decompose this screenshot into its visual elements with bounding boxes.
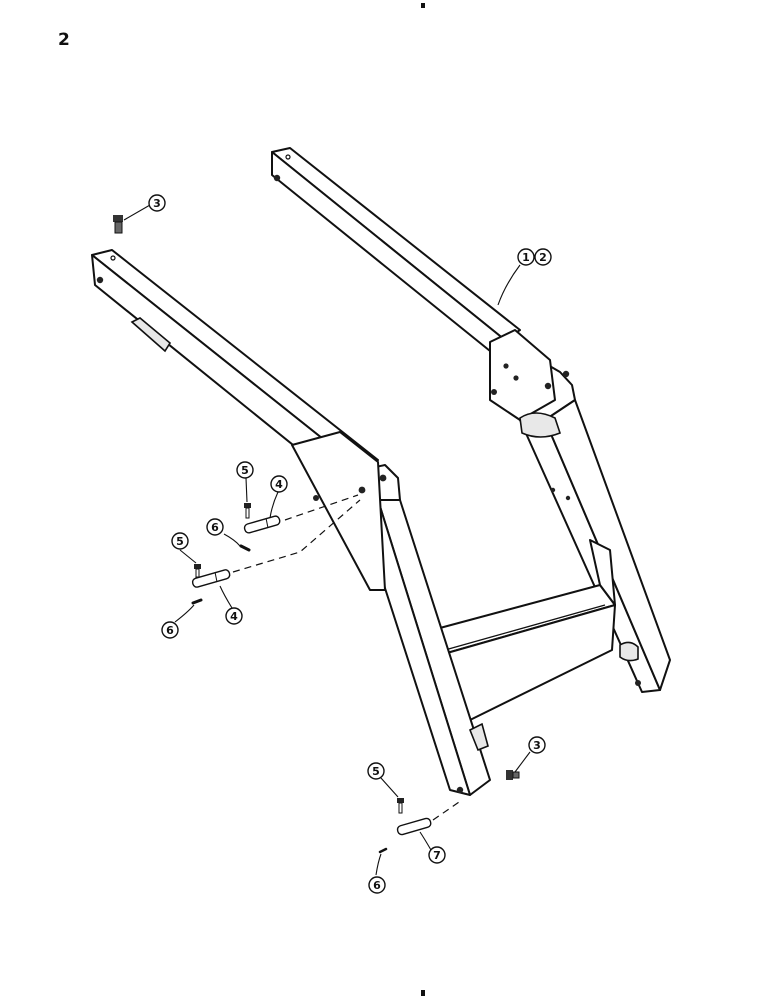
svg-text:3: 3 <box>533 739 541 752</box>
svg-text:6: 6 <box>211 521 219 534</box>
left-upright-arm <box>91 249 491 796</box>
callout-5-left: 5 <box>171 532 189 550</box>
page-number: 2 <box>58 30 70 50</box>
registration-mark-bottom <box>421 990 425 996</box>
callout-7: 7 <box>428 846 446 864</box>
callout-3-bottom: 3 <box>528 736 546 754</box>
svg-text:4: 4 <box>275 478 283 491</box>
svg-text:5: 5 <box>176 535 184 548</box>
svg-text:6: 6 <box>373 879 381 892</box>
registration-mark-top <box>421 3 425 8</box>
callout-2: 2 <box>534 248 552 266</box>
svg-text:5: 5 <box>241 464 249 477</box>
svg-text:2: 2 <box>539 251 547 264</box>
assembly-line-lower <box>232 499 361 573</box>
svg-text:1: 1 <box>522 251 530 264</box>
bottom-pin <box>396 817 432 836</box>
leader-5-left <box>179 549 197 564</box>
callout-1: 1 <box>517 248 535 266</box>
leader-4-upper <box>269 491 279 519</box>
assembly-line-upper <box>284 494 359 521</box>
grease-fitting-bottom <box>506 770 520 780</box>
right-upright-arm <box>271 147 671 693</box>
svg-text:6: 6 <box>166 624 174 637</box>
upper-pivot-pin <box>243 515 281 534</box>
callout-6-left: 6 <box>161 621 179 639</box>
leader-6-bottom <box>375 853 382 876</box>
callout-6-bottom: 6 <box>368 876 386 894</box>
callout-4-lower: 4 <box>225 607 243 625</box>
callout-6-upper: 6 <box>206 518 224 536</box>
bolt-bottom <box>397 798 404 814</box>
clip-upper <box>239 544 251 552</box>
bolt-upper <box>244 503 251 519</box>
callout-4-upper: 4 <box>270 475 288 493</box>
callout-3-top: 3 <box>148 194 166 212</box>
leader-4-lower <box>219 585 233 609</box>
lower-pivot-pin <box>191 569 231 588</box>
svg-text:4: 4 <box>230 610 238 623</box>
leader-3-bottom <box>514 751 531 773</box>
svg-text:5: 5 <box>372 765 380 778</box>
svg-text:3: 3 <box>153 197 161 210</box>
bolt-left <box>194 564 201 578</box>
leader-6-left <box>174 604 195 623</box>
clip-bottom <box>378 847 388 854</box>
assembly-line-bottom <box>432 799 463 821</box>
leader-1-2 <box>497 264 521 306</box>
clip-left <box>191 598 203 605</box>
leader-7 <box>419 831 432 851</box>
grease-fitting-top <box>113 215 123 234</box>
leader-6-upper <box>223 533 241 547</box>
leader-5-upper <box>245 477 248 503</box>
hardware-parts <box>113 215 520 854</box>
svg-text:7: 7 <box>433 849 441 862</box>
leader-5-bottom <box>380 777 399 798</box>
callout-5-upper: 5 <box>236 461 254 479</box>
leader-3-top <box>123 204 151 221</box>
callout-5-bottom: 5 <box>367 762 385 780</box>
